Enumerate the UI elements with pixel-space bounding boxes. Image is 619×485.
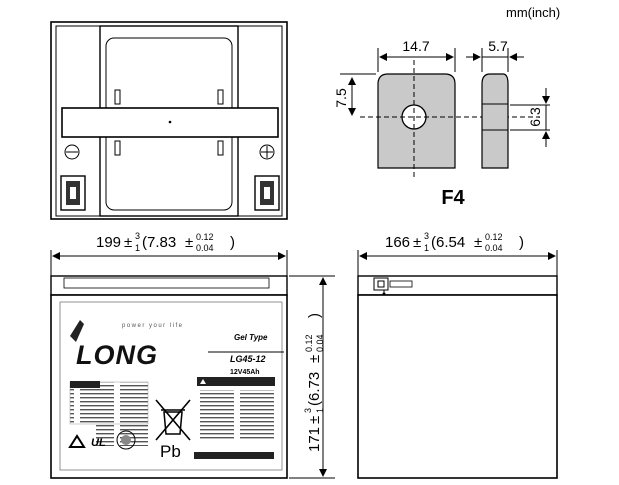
width-pm: ± <box>413 234 421 251</box>
width-dimension: 166 ± 3 1 (6.54 ± 0.12 0.04 ) <box>357 231 558 276</box>
height-close: ) <box>306 313 323 318</box>
terminal-height-label: 7.5 <box>333 88 349 108</box>
width-close: ) <box>519 234 524 251</box>
height-dimension: 171 ± 3 1 (6.73 ± 0.12 0.04 ) <box>289 275 335 479</box>
pb-label: Pb <box>160 442 181 461</box>
length-tol-plus: 0.12 <box>196 232 214 242</box>
length-minus: 1 <box>135 243 140 253</box>
model-label: LG45-12 <box>230 354 266 364</box>
length-tol-minus: 0.04 <box>196 243 214 253</box>
width-pm2: ± <box>474 234 482 251</box>
brand-tagline: power your life <box>122 323 184 329</box>
recycle-bin-icon <box>155 399 191 441</box>
height-open: (6.73 <box>306 372 323 406</box>
positive-terminal-icon <box>259 144 275 160</box>
negative-terminal-icon <box>64 144 80 160</box>
height-minus: 1 <box>315 408 325 413</box>
rating-label: 12V45Ah <box>230 369 260 376</box>
width-open: (6.54 <box>431 234 465 251</box>
height-tol-minus: 0.04 <box>315 334 325 352</box>
length-pm2: ± <box>185 234 193 251</box>
recycle-icon <box>68 434 86 448</box>
terminal-thickness-label: 5.7 <box>488 38 508 54</box>
height-plus: 3 <box>303 408 313 413</box>
height-tol-plus: 0.12 <box>304 334 314 352</box>
height-pm: ± <box>306 416 323 424</box>
height-base: 171 <box>306 427 323 452</box>
length-open: (7.83 <box>142 234 176 251</box>
long-logo: LONG <box>70 320 158 370</box>
terminal-detail: 14.7 5.7 7.5 6.3 F4 <box>333 38 550 209</box>
front-view: power your life Gel Type LONG LG45-12 12… <box>50 275 288 479</box>
length-plus: 3 <box>135 231 140 241</box>
length-base: 199 <box>96 234 121 251</box>
width-tol-plus: 0.12 <box>485 232 503 242</box>
width-tol-minus: 0.04 <box>485 243 503 253</box>
terminal-width-label: 14.7 <box>402 38 429 54</box>
gel-type-label: Gel Type <box>234 333 268 342</box>
width-plus: 3 <box>424 231 429 241</box>
badge-icon <box>116 430 136 450</box>
width-base: 166 <box>385 234 410 251</box>
length-pm: ± <box>124 234 132 251</box>
length-dimension: 199 ± 3 1 (7.83 ± 0.12 0.04 ) <box>50 231 288 276</box>
top-view <box>50 21 288 220</box>
ul-mark: UL <box>91 437 106 449</box>
terminal-hole-label: 6.3 <box>527 107 543 127</box>
height-pm2: ± <box>306 355 323 363</box>
terminal-name: F4 <box>441 187 465 209</box>
svg-text:LONG: LONG <box>76 340 158 370</box>
width-minus: 1 <box>424 243 429 253</box>
length-close: ) <box>230 234 235 251</box>
side-view <box>357 275 558 479</box>
units-label: mm(inch) <box>506 5 561 20</box>
